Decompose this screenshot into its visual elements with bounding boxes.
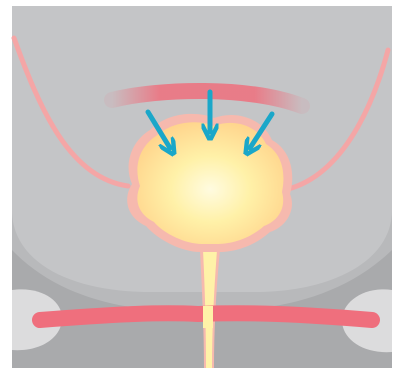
urethra-crossing (203, 306, 213, 328)
bladder (137, 122, 283, 244)
